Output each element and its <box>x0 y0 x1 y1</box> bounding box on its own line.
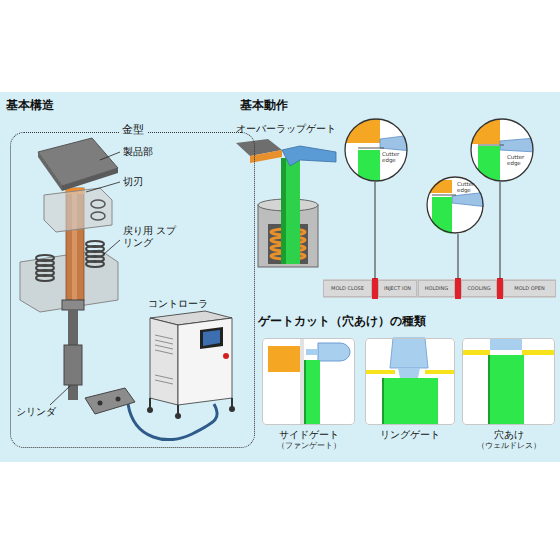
detail-view <box>340 118 412 190</box>
timing-line <box>375 182 376 279</box>
panel-caption: （ファンゲート） <box>253 442 364 451</box>
section-title: 基本構造 <box>6 99 54 113</box>
cell-text: INJECT ION <box>384 286 411 292</box>
part-label: 製品部 <box>123 146 153 158</box>
circle-outline <box>344 118 408 182</box>
circle-text: Cutter edge <box>507 154 531 166</box>
cell-text: MOLD CLOSE <box>331 286 364 292</box>
timeline-cell: HOLDING <box>418 280 455 297</box>
detail-circle: Cutter edge <box>470 118 534 182</box>
detail-circle: Cutter edge <box>344 118 408 182</box>
panel-caption: サイドゲート <box>253 429 364 441</box>
section-title: ゲートカット（穴あけ）の種類 <box>258 315 426 329</box>
overlap-gate-drawing <box>236 139 336 267</box>
gate-panel: 穴あけ（ウェルドレス） <box>462 338 555 425</box>
timeline-cell: INJECT ION <box>378 280 417 297</box>
circle-text: Cutter edge <box>457 181 481 193</box>
panel-caption: 穴あけ <box>453 429 560 441</box>
timing-line <box>458 234 459 279</box>
part-label: オーバーラップゲート <box>236 124 336 135</box>
section-title: 基本動作 <box>240 99 288 113</box>
leader-line <box>50 152 120 405</box>
detail-circle: Cutter edge <box>426 176 484 234</box>
panel-caption: リングゲート <box>356 429 464 441</box>
circle-outline <box>426 176 484 234</box>
part-label: シリンダ <box>16 406 56 418</box>
panel-caption: （ウェルドレス） <box>453 442 560 451</box>
background-panel <box>0 92 560 462</box>
circle-text: Cutter edge <box>382 151 406 163</box>
part-label: 戻り用 スプリング <box>123 225 181 248</box>
timeline-cell: COOLING <box>461 280 497 297</box>
controller-drawing <box>147 311 235 419</box>
detail-view <box>468 118 536 191</box>
part-label: 切刃 <box>123 176 143 188</box>
timeline-cell: MOLD OPEN <box>503 280 556 297</box>
gate-panel: サイドゲート（ファンゲート） <box>262 338 355 425</box>
cell-text: MOLD OPEN <box>514 286 544 292</box>
region-text: 金型 <box>119 124 147 137</box>
circle-outline <box>470 118 534 182</box>
part-label: コントローラ <box>148 298 208 310</box>
cell-text: HOLDING <box>425 286 448 292</box>
timing-line <box>500 182 501 279</box>
timeline-cell: MOLD CLOSE <box>323 280 372 297</box>
gate-panel: リングゲート <box>365 338 455 425</box>
gate-panel-drawing <box>262 338 555 425</box>
timeline-bar <box>323 278 556 299</box>
cell-text: COOLING <box>467 286 490 292</box>
